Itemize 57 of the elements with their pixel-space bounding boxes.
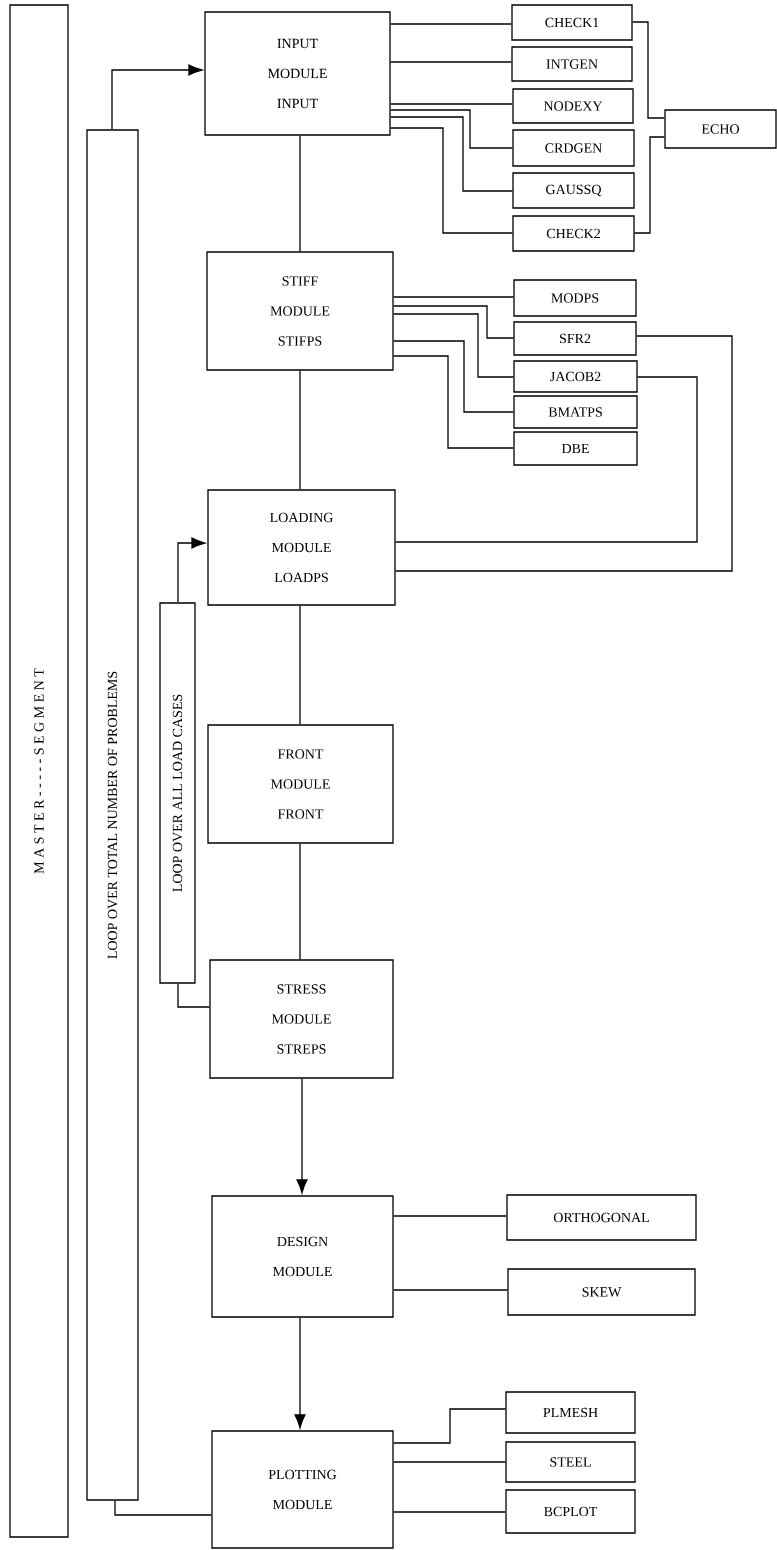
connector-line <box>393 1408 506 1444</box>
connector-line <box>390 116 513 192</box>
connector-line <box>390 109 513 149</box>
arrow <box>296 1078 308 1194</box>
connector-line <box>393 340 514 413</box>
subroutine-box: INTGEN <box>511 46 633 82</box>
subroutine-box: ECHO <box>664 109 777 149</box>
module-box: PLOTTING MODULE <box>211 1430 394 1549</box>
loop-band: LOOP OVER ALL LOAD CASES <box>159 602 196 984</box>
module-box: FRONT MODULE FRONT <box>207 724 394 844</box>
connector-line <box>393 313 514 378</box>
subroutine-box: CHECK2 <box>512 215 635 252</box>
connector-line <box>114 1500 212 1516</box>
connector-line <box>393 1461 506 1463</box>
subroutine-box: DBE <box>513 431 638 466</box>
connector-line <box>395 376 698 543</box>
connector-line <box>390 61 512 63</box>
subroutine-box: BMATPS <box>513 395 638 429</box>
connector-line <box>390 23 512 25</box>
connector-line <box>390 127 513 234</box>
module-box: STIFF MODULE STIFPS <box>206 251 394 371</box>
connector-line <box>299 370 301 490</box>
connector-line <box>395 335 733 572</box>
module-box: STRESS MODULE STREPS <box>209 959 394 1079</box>
connector-line <box>393 305 514 339</box>
subroutine-box: JACOB2 <box>513 360 638 393</box>
connector-line <box>299 843 301 960</box>
loop-band: LOOP OVER TOTAL NUMBER OF PROBLEMS <box>86 129 139 1501</box>
connector-line <box>634 136 665 234</box>
connector-line <box>393 1511 506 1513</box>
connector-line <box>393 296 514 298</box>
subroutine-box: NODEXY <box>512 88 634 124</box>
subroutine-box: MODPS <box>513 279 637 317</box>
connector-line <box>393 355 514 449</box>
connector-line <box>177 983 210 1008</box>
subroutine-box: CRDGEN <box>512 129 635 167</box>
arrow <box>177 537 206 603</box>
subroutine-box: BCPLOT <box>505 1489 636 1534</box>
arrow <box>111 64 203 130</box>
connector-line <box>299 135 301 252</box>
connector-line <box>632 21 665 119</box>
subroutine-box: CHECK1 <box>511 4 633 41</box>
arrow <box>294 1317 306 1429</box>
subroutine-box: SKEW <box>507 1268 696 1316</box>
subroutine-box: STEEL <box>505 1441 636 1483</box>
subroutine-box: GAUSSQ <box>512 172 635 209</box>
connector-line <box>390 103 513 105</box>
module-box: INPUT MODULE INPUT <box>204 11 391 136</box>
subroutine-box: ORTHOGONAL <box>506 1194 697 1241</box>
module-box: LOADING MODULE LOADPS <box>207 489 396 606</box>
segment-band: M A S T E R - - - - - S E G M E N T <box>9 4 69 1538</box>
module-box: DESIGN MODULE <box>211 1195 394 1318</box>
subroutine-box: SFR2 <box>513 321 637 356</box>
connector-line <box>393 1289 508 1291</box>
connector-line <box>299 605 301 725</box>
subroutine-box: PLMESH <box>505 1391 636 1434</box>
connector-line <box>393 1215 507 1217</box>
